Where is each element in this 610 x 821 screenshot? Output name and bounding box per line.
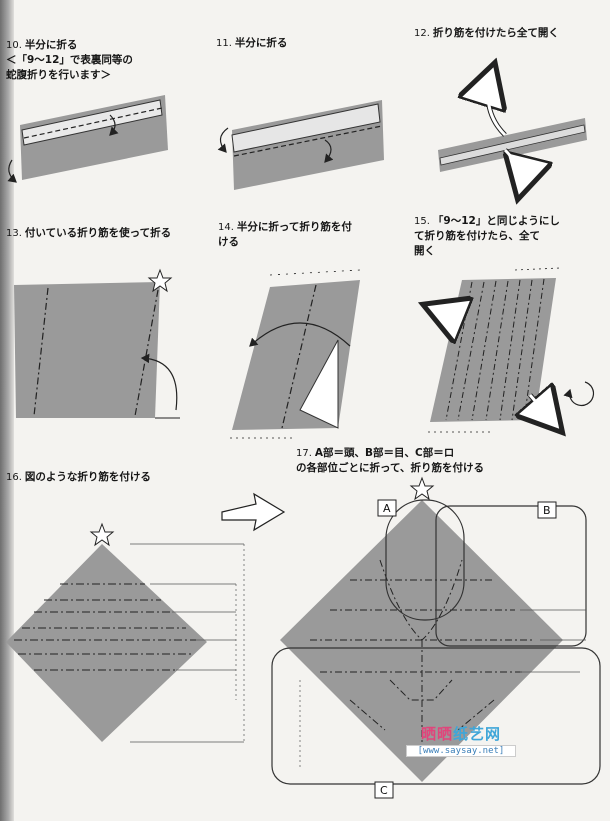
- step-12-caption: 12.折り筋を付けたら全て開く: [414, 27, 559, 39]
- site-watermark: 晒晒纸艺网 [www.saysay.net]: [406, 723, 516, 757]
- label-b-box: B: [537, 501, 557, 519]
- step-17-diagram: A B C: [271, 476, 601, 799]
- step-17-caption: 17.A部＝頭、B部＝目、C部＝ロ の各部位ごとに折って、折り筋を付ける: [296, 447, 484, 474]
- step-16-diagram: [6, 522, 245, 743]
- svg-text:A: A: [383, 502, 391, 515]
- step-10-caption: 10.半分に折る ＜「9〜12」で表裏同等の 蛇腹折りを行います＞: [6, 39, 133, 81]
- label-a-box: A: [377, 499, 397, 517]
- step-13-diagram: [14, 268, 180, 419]
- watermark-title-1: 晒晒: [420, 725, 453, 743]
- watermark-title-2: 纸艺网: [453, 725, 502, 743]
- label-c-box: C: [374, 781, 394, 799]
- step-16-caption: 16.図のような折り筋を付ける: [6, 471, 151, 483]
- svg-text:C: C: [380, 784, 388, 797]
- step-15-caption: 15.「9〜12」と同じようにし て折り筋を付けたら、全て 開く: [414, 215, 560, 257]
- step-11-caption: 11.半分に折る: [216, 37, 288, 49]
- step-10-diagram: [7, 95, 168, 183]
- step-14-diagram: [230, 269, 361, 439]
- scan-shadow-edge: [0, 0, 14, 821]
- step-13-caption: 13.付いている折り筋を使って折る: [6, 227, 172, 239]
- step-12-diagram: [438, 72, 587, 190]
- step-16-to-17-arrow: [221, 492, 286, 532]
- step-15-diagram: [428, 267, 595, 432]
- svg-text:B: B: [543, 504, 551, 517]
- step-11-diagram: [217, 100, 384, 190]
- watermark-url: [www.saysay.net]: [406, 745, 516, 757]
- step-14-caption: 14.半分に折って折り筋を付 ける: [218, 221, 352, 248]
